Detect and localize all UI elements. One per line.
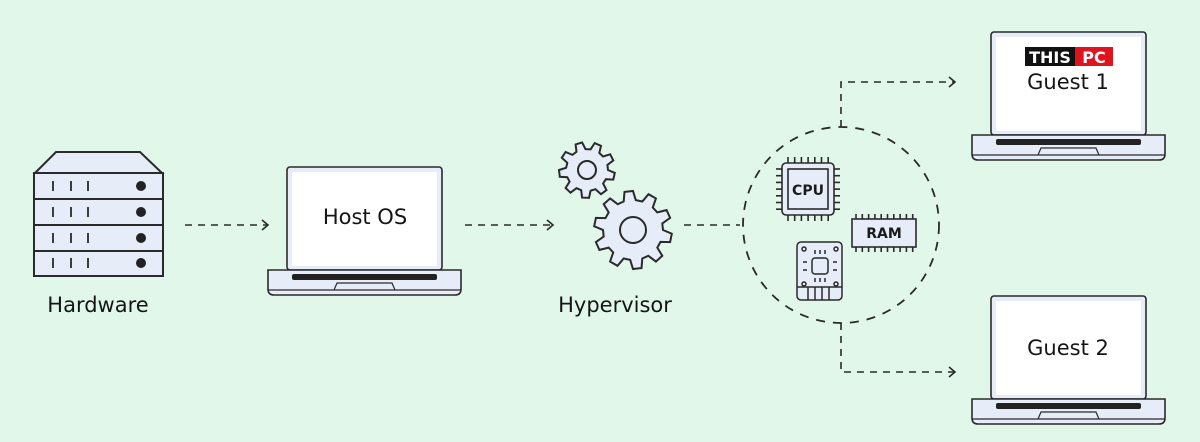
host-laptop-icon bbox=[267, 166, 462, 296]
guest2-label: Guest 2 bbox=[1027, 336, 1109, 360]
small-gear-hole bbox=[577, 160, 597, 180]
thispc-logo: THIS PC bbox=[1025, 47, 1113, 67]
hypervisor-label: Hypervisor bbox=[558, 293, 672, 317]
svg-text:PC: PC bbox=[1082, 48, 1105, 67]
memory-card-icon bbox=[796, 241, 843, 301]
arrow-to-guest1 bbox=[840, 76, 957, 127]
host-os-label: Host OS bbox=[323, 205, 407, 229]
hardware-label: Hardware bbox=[47, 293, 148, 317]
cpu-label: CPU bbox=[792, 183, 824, 199]
server-icon bbox=[32, 151, 165, 277]
guest2-laptop-icon bbox=[971, 295, 1166, 425]
cpu-chip-icon bbox=[776, 157, 840, 221]
large-gear-hole bbox=[619, 216, 647, 244]
svg-text:THIS: THIS bbox=[1029, 48, 1071, 67]
ram-module-icon bbox=[851, 214, 917, 252]
guest1-label: Guest 1 bbox=[1027, 70, 1109, 94]
arrow-to-guest2 bbox=[840, 323, 957, 378]
ram-label: RAM bbox=[866, 226, 902, 242]
